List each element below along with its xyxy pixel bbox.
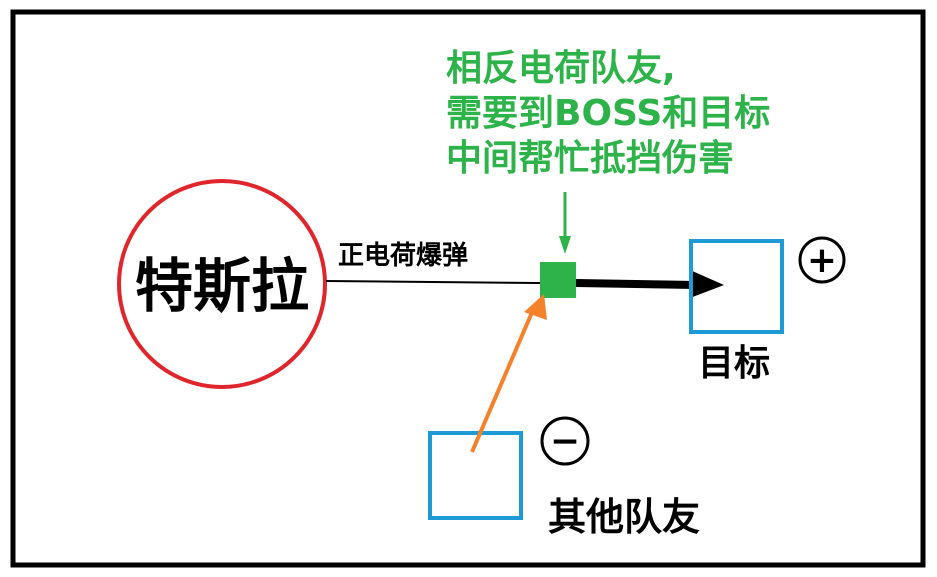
annotation-line-2: 需要到BOSS和目标 [446,93,770,134]
main-arrow-thin [325,280,541,284]
target-label: 目标 [698,343,770,384]
annotation-line-1: 相反电荷队友, [446,48,676,89]
arrow-label: 正电荷爆弹 [338,241,468,271]
main-arrow-thick [575,279,697,289]
target-box [689,239,784,334]
plus-charge-symbol: + [807,240,837,281]
annotation-line-3: 中间帮忙抵挡伤害 [446,138,734,179]
teammate-label: 其他队友 [548,495,700,539]
plus-charge-circle [798,236,846,284]
annotation-pointer-head [559,236,571,254]
boss-circle [117,179,327,389]
boss-label: 特斯拉 [135,252,309,320]
blocker-square [540,262,576,298]
minus-charge-symbol: − [550,421,580,462]
teammate-arrow-line [470,309,535,453]
teammate-arrow-head [524,294,547,320]
main-arrow-head [690,270,724,298]
teammate-box [428,431,523,520]
minus-charge-circle [540,416,590,466]
